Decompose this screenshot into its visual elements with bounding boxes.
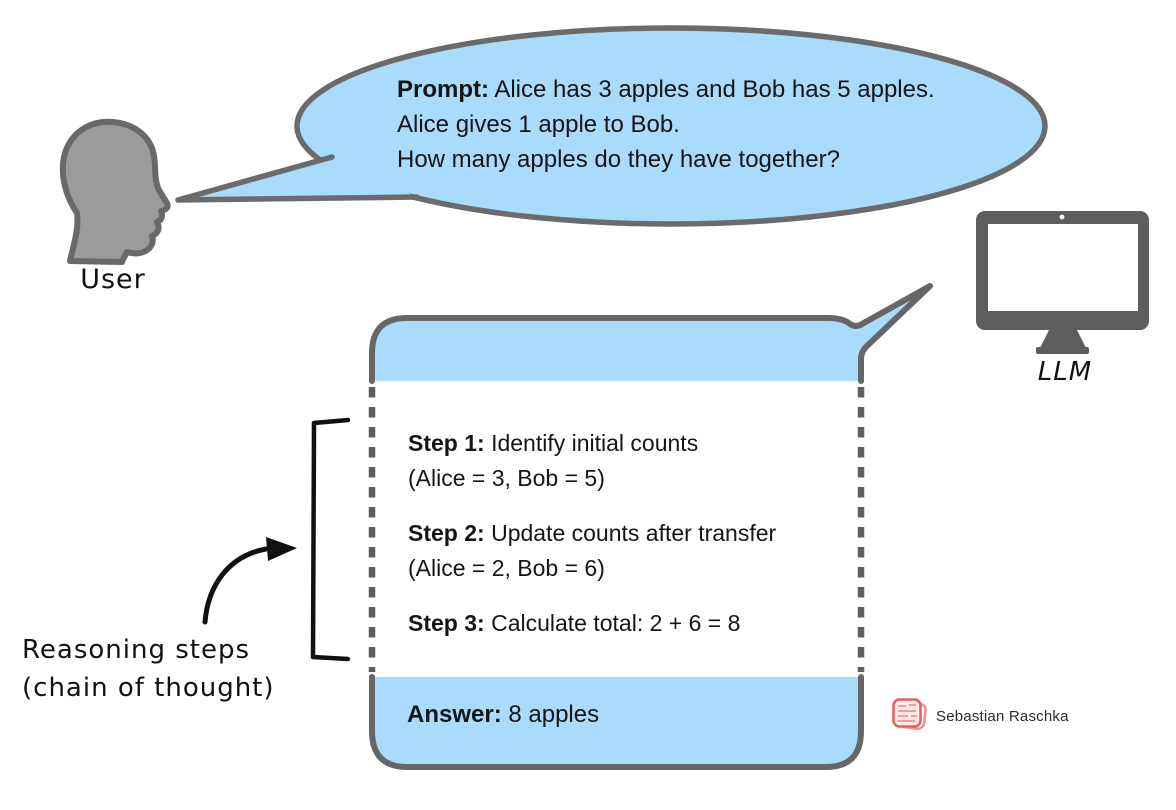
prompt-label: Prompt: — [397, 76, 489, 103]
prompt-line-2: Alice gives 1 apple to Bob. — [397, 111, 680, 138]
prompt-line-1: Prompt: Alice has 3 apples and Bob has 5… — [397, 72, 935, 107]
user-label: User — [80, 264, 146, 295]
watermark-author: Sebastian Raschka — [936, 708, 1069, 725]
reasoning-steps-list: Step 1: Identify initial counts (Alice =… — [408, 426, 776, 661]
step-line: Step 2: Update counts after transfer — [408, 516, 776, 551]
user-head-icon — [59, 118, 171, 265]
answer-label: Answer: — [407, 701, 502, 728]
reasoning-step: Step 2: Update counts after transfer (Al… — [408, 516, 776, 586]
annotation-arrow-icon — [202, 537, 297, 625]
prompt-bubble-shape — [294, 25, 1048, 227]
prompt-bubble-tail — [175, 154, 420, 203]
llm-label: LLM — [1037, 357, 1093, 387]
step-line: Step 1: Identify initial counts — [408, 426, 776, 461]
step-detail: (Alice = 2, Bob = 6) — [408, 555, 605, 581]
llm-bubble-top — [369, 283, 933, 384]
reasoning-bracket — [310, 417, 351, 662]
prompt-text: Prompt: Alice has 3 apples and Bob has 5… — [397, 72, 935, 177]
step-text: Calculate total: 2 + 6 = 8 — [484, 610, 741, 636]
reasoning-annotation: Reasoning steps (chain of thought) — [22, 631, 275, 707]
step-label: Step 3: — [408, 610, 485, 636]
monitor-icon — [976, 211, 1149, 354]
step-label: Step 2: — [408, 520, 485, 546]
llm-bubble-bottom — [369, 674, 864, 770]
step-text: Update counts after transfer — [484, 520, 777, 546]
reasoning-annotation-line-2: (chain of thought) — [22, 673, 275, 703]
reasoning-step: Step 3: Calculate total: 2 + 6 = 8 — [408, 606, 776, 641]
prompt-line-3: How many apples do they have together? — [397, 146, 840, 173]
reasoning-step: Step 1: Identify initial counts (Alice =… — [408, 426, 776, 496]
step-detail: (Alice = 3, Bob = 5) — [408, 465, 605, 491]
step-label: Step 1: — [408, 430, 485, 456]
step-line: Step 3: Calculate total: 2 + 6 = 8 — [408, 606, 776, 641]
seal-stamp-icon — [892, 698, 927, 731]
step-text: Identify initial counts — [484, 430, 699, 456]
answer-line: Answer: 8 apples — [407, 701, 599, 729]
prompt-line-1-text: Alice has 3 apples and Bob has 5 apples. — [489, 76, 935, 103]
reasoning-annotation-line-1: Reasoning steps — [22, 635, 251, 665]
answer-text: 8 apples — [501, 701, 600, 728]
